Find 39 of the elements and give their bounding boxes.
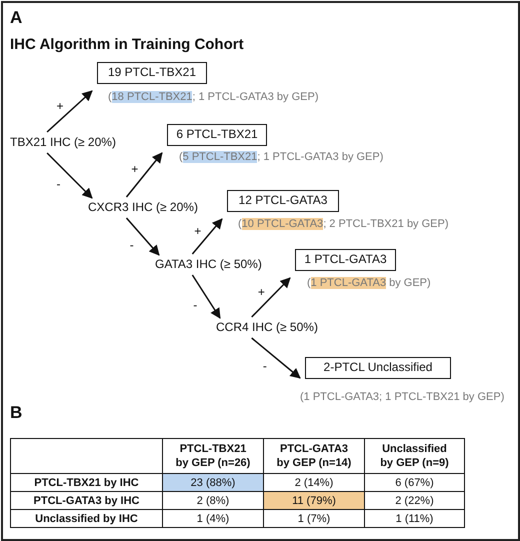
arrow	[126, 152, 163, 198]
panel-letter: B	[10, 403, 22, 423]
arrow	[251, 337, 301, 379]
row-header: PTCL-GATA3 by IHC	[10, 492, 162, 510]
gep-note: (1 PTCL-GATA3 by GEP)	[307, 276, 431, 291]
column-header: Unclassified by GEP (n=9)	[364, 438, 464, 474]
result-box: 12 PTCL-GATA3	[227, 190, 339, 212]
arrow	[251, 277, 291, 318]
arrow	[192, 274, 221, 319]
arrow	[46, 152, 93, 199]
table-cell: 6 (67%)	[364, 474, 464, 492]
column-header: PTCL-GATA3 by GEP (n=14)	[264, 438, 364, 474]
table-cell: 1 (11%)	[364, 510, 464, 528]
result-box: 1 PTCL-GATA3	[295, 249, 396, 271]
arrow	[46, 90, 93, 133]
result-box: 2-PTCL Unclassified	[305, 357, 451, 379]
panel-letter: A	[10, 8, 22, 28]
arrow	[192, 218, 223, 254]
row-header: Unclassified by IHC	[10, 510, 162, 528]
table-cell: 2 (8%)	[162, 492, 264, 510]
decision-text: CXCR3 IHC (≥ 20%)	[88, 200, 198, 215]
decision-text: CCR4 IHC (≥ 50%)	[216, 320, 318, 335]
gep-note: (1 PTCL-GATA3; 1 PTCL-TBX21 by GEP)	[300, 390, 504, 405]
result-box: 19 PTCL-TBX21	[97, 62, 207, 84]
gep-note: (10 PTCL-GATA3; 2 PTCL-TBX21 by GEP)	[238, 217, 449, 232]
table-cell: 2 (22%)	[364, 492, 464, 510]
decision-text: GATA3 IHC (≥ 50%)	[155, 257, 262, 272]
diagram-title: IHC Algorithm in Training Cohort	[10, 36, 244, 53]
table-cell: 1 (4%)	[162, 510, 264, 528]
arrow	[126, 218, 160, 256]
result-box: 6 PTCL-TBX21	[167, 124, 267, 146]
row-header: PTCL-TBX21 by IHC	[10, 474, 162, 492]
table-cell: 11 (79%)	[264, 492, 364, 510]
table-cell: 23 (88%)	[162, 474, 264, 492]
edge-label: +	[130, 163, 140, 175]
table-cell: 1 (7%)	[264, 510, 364, 528]
decision-text: TBX21 IHC (≥ 20%)	[10, 135, 116, 150]
gep-note: (18 PTCL-TBX21; 1 PTCL-GATA3 by GEP)	[108, 90, 318, 105]
gep-note: (5 PTCL-TBX21; 1 PTCL-GATA3 by GEP)	[179, 150, 384, 165]
